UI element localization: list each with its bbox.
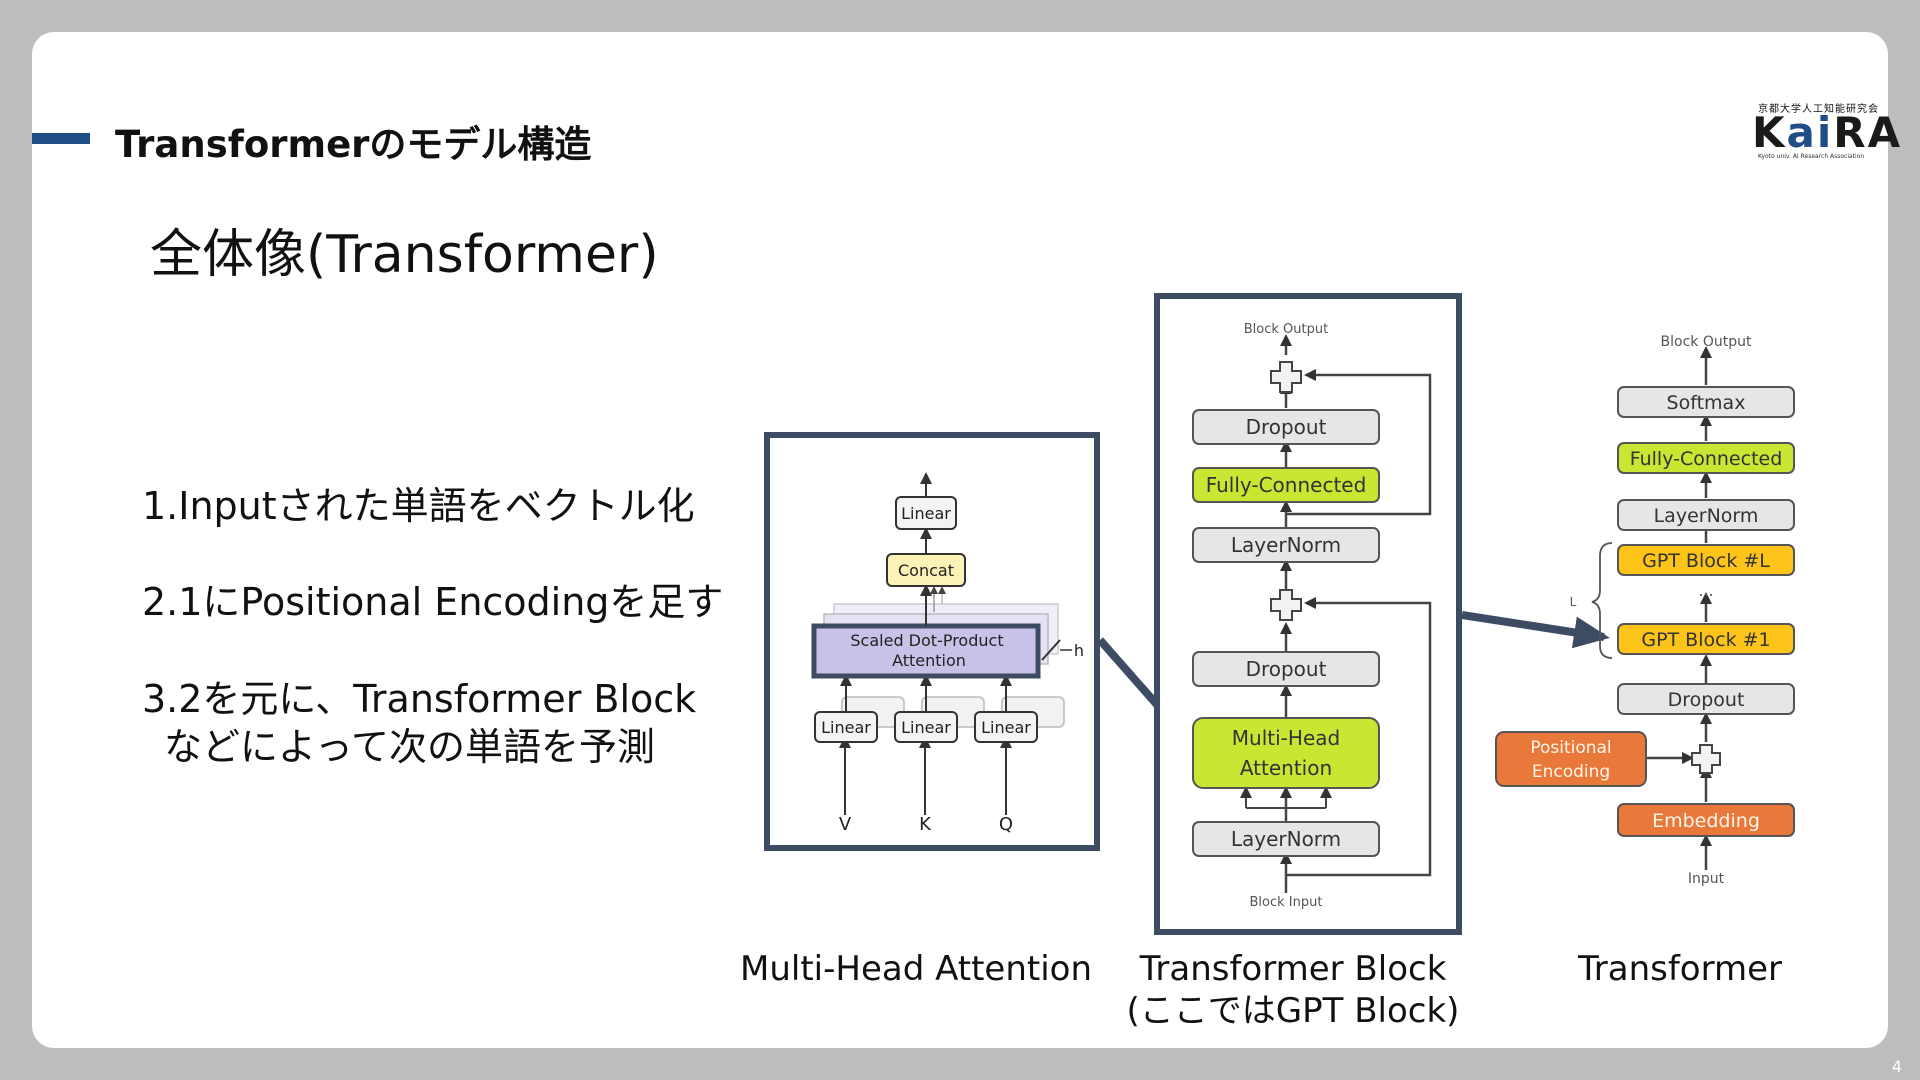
block-add-node-2 <box>1270 361 1302 393</box>
block-mha-label-2: Attention <box>1240 756 1332 780</box>
page-number: 4 <box>1891 1057 1902 1076</box>
tr-brace-L: L <box>1570 595 1577 609</box>
tr-dropout-label: Dropout <box>1668 689 1745 711</box>
tr-gpt-last <box>1617 544 1795 576</box>
section-heading: 全体像(Transformer) <box>150 225 659 285</box>
tr-layernorm-label: LayerNorm <box>1654 505 1759 527</box>
linear-top-label: Linear <box>901 504 951 523</box>
slide: Transformerのモデル構造 京都大学人工知能研究会 KaiRA Kyot… <box>32 32 1900 1048</box>
tr-add-node <box>1691 744 1721 774</box>
caption-mha: Multi-Head Attention <box>740 949 1093 989</box>
transformer-input-label: Input <box>1688 871 1725 887</box>
zoom-arrow-block <box>1461 611 1610 649</box>
logo-wordmark: KaiRA <box>1752 110 1902 156</box>
tr-dropout <box>1617 683 1795 715</box>
tr-embedding <box>1617 803 1795 837</box>
mha-panel: Linear Linear Linear Scaled Dot-Product … <box>764 432 1100 851</box>
transformer-panel: Block Output Input Softmax Fully-Connect… <box>1495 334 1795 887</box>
block-output-label: Block Output <box>1244 322 1328 337</box>
tr-embedding-label: Embedding <box>1652 810 1760 832</box>
logo-ra: RA <box>1833 108 1903 157</box>
caption-block-line1: Transformer Block <box>1139 949 1447 989</box>
concat-label: Concat <box>898 561 954 580</box>
block-input-label: Block Input <box>1250 895 1323 910</box>
h-label: h <box>1074 641 1084 660</box>
tr-gpt-first <box>1617 623 1795 655</box>
sdpa-box <box>811 623 1041 679</box>
tr-positional-encoding <box>1495 731 1647 787</box>
input-q-label: Q <box>999 814 1013 835</box>
block-fc <box>1192 467 1380 503</box>
h-tick <box>1041 639 1061 661</box>
step-3-continued: などによって次の単語を予測 <box>164 725 655 769</box>
block-layernorm-bottom <box>1192 821 1380 857</box>
block-mha-label-1: Multi-Head <box>1232 726 1340 750</box>
step-3: 3.2を元に、Transformer Block <box>142 677 697 721</box>
sdpa-label-2: Attention <box>892 651 966 670</box>
tr-layernorm <box>1617 499 1795 531</box>
tr-gpt-first-label: GPT Block #1 <box>1641 629 1770 651</box>
block-layernorm-top-label: LayerNorm <box>1231 533 1341 557</box>
input-k-label: K <box>919 814 932 835</box>
transformer-output-label: Block Output <box>1661 334 1752 350</box>
block-panel: Block Output Block Input Dropout Fully-C… <box>1154 293 1462 935</box>
title-accent-bar <box>32 133 90 144</box>
linear-k-label: Linear <box>901 718 951 737</box>
linear-q-label: Linear <box>981 718 1031 737</box>
block-dropout-mid-label: Dropout <box>1246 657 1327 681</box>
block-layernorm-top <box>1192 527 1380 563</box>
kaira-logo: 京都大学人工知能研究会 KaiRA Kyoto univ. AI Researc… <box>1750 100 1900 162</box>
block-mha <box>1192 717 1380 789</box>
tr-positional-label-2: Encoding <box>1532 762 1610 782</box>
block-dropout-top <box>1192 409 1380 445</box>
logo-jp-text: 京都大学人工知能研究会 <box>1758 104 1879 115</box>
linear-v-label: Linear <box>821 718 871 737</box>
block-residual-1 <box>1286 597 1432 877</box>
tr-fc <box>1617 442 1795 474</box>
tr-gpt-brace <box>1591 542 1613 659</box>
block-dropout-top-label: Dropout <box>1246 415 1327 439</box>
tr-gpt-last-label: GPT Block #L <box>1642 550 1770 572</box>
block-add-node-1 <box>1270 589 1302 621</box>
logo-k: K <box>1752 108 1787 157</box>
tr-softmax <box>1617 386 1795 418</box>
tr-dots: ... <box>1698 581 1713 600</box>
tr-fc-label: Fully-Connected <box>1630 448 1783 470</box>
caption-transformer: Transformer <box>1577 949 1783 989</box>
block-dropout-mid <box>1192 651 1380 687</box>
sdpa-label-1: Scaled Dot-Product <box>850 631 1003 650</box>
block-fc-label: Fully-Connected <box>1206 473 1367 497</box>
logo-ai: ai <box>1786 108 1834 157</box>
block-layernorm-bottom-label: LayerNorm <box>1231 827 1341 851</box>
slide-title: Transformerのモデル構造 <box>115 123 592 166</box>
tr-softmax-label: Softmax <box>1667 392 1746 414</box>
input-v-label: V <box>839 814 852 835</box>
block-residual-2 <box>1286 369 1432 516</box>
step-2: 2.1にPositional Encodingを足す <box>142 580 724 624</box>
logo-subtitle: Kyoto univ. AI Research Association <box>1758 153 1865 160</box>
tr-positional-label-1: Positional <box>1530 738 1611 758</box>
caption-block-line2: (ここではGPT Block) <box>1126 991 1460 1031</box>
step-1: 1.Inputされた単語をベクトル化 <box>142 484 695 528</box>
